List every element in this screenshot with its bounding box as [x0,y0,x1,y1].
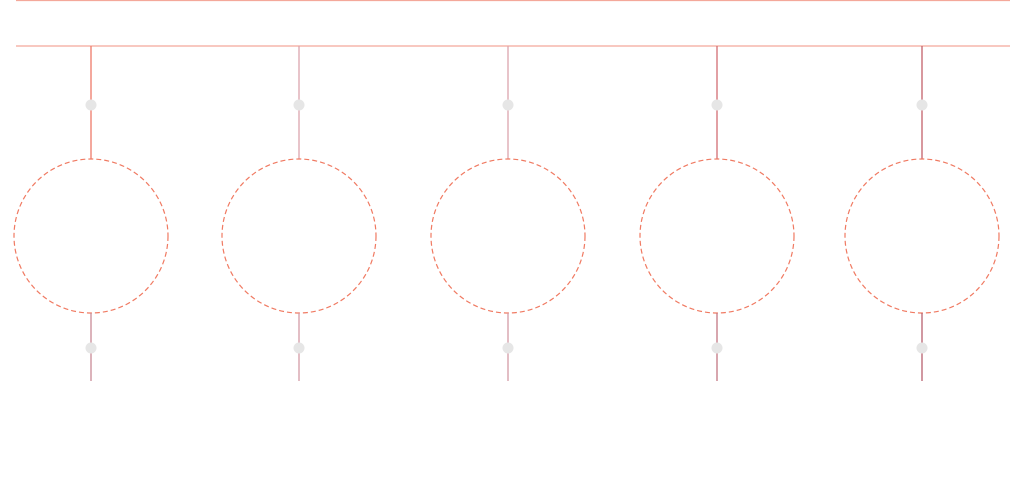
lower-junction-dot [502,342,514,354]
node-group [13,46,1000,381]
node-4 [639,46,795,381]
node-circle [639,158,795,314]
lower-junction-dot [916,342,928,354]
upper-junction-dot [293,99,305,111]
node-circle [221,158,377,314]
upper-junction-dot [85,99,97,111]
node-5 [844,46,1000,381]
lower-junction-dot [711,342,723,354]
node-2 [221,46,377,381]
lower-junction-dot [85,342,97,354]
node-3 [430,46,586,381]
node-circle [13,158,169,314]
node-circle [430,158,586,314]
upper-junction-dot [711,99,723,111]
node-1 [13,46,169,381]
node-circle [844,158,1000,314]
lower-junction-dot [293,342,305,354]
upper-junction-dot [916,99,928,111]
upper-junction-dot [502,99,514,111]
